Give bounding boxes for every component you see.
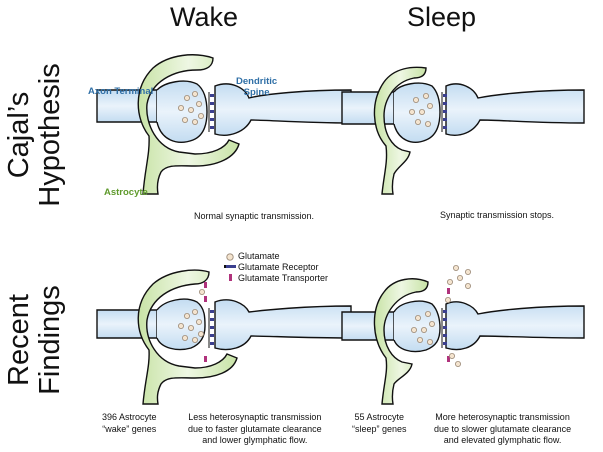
legend-receptor: Glutamate Receptor	[238, 262, 319, 272]
caption-wake-effect-line-3: and lower glymphatic flow.	[202, 435, 308, 445]
panel-findings-sleep	[341, 264, 585, 405]
caption-wake-genes-line-2: “wake” genes	[102, 423, 157, 434]
label-axon-terminal: Axon Terminal	[88, 86, 154, 97]
caption-wake-genes: 396 Astrocyte “wake” genes	[102, 412, 157, 435]
label-dendritic-spine: Dendritic Spine	[236, 76, 277, 98]
caption-wake-effect: Less heterosynaptic transmission due to …	[188, 412, 322, 447]
column-title-wake: Wake	[170, 2, 239, 32]
caption-sleep-effect-line-1: More heterosynaptic transmission	[435, 412, 570, 422]
legend-receptor-icon	[224, 265, 236, 268]
legend-glyphs	[224, 253, 236, 281]
label-dendritic-spine-line-2: Spine	[243, 87, 270, 98]
caption-sleep-effect: More heterosynaptic transmission due to …	[434, 412, 571, 447]
caption-wake-genes-line-1: 396 Astrocyte	[102, 412, 157, 422]
caption-stops: Synaptic transmission stops.	[440, 210, 555, 220]
legend-transporter: Glutamate Transporter	[238, 273, 329, 283]
panel-findings-wake	[96, 269, 352, 405]
caption-wake-effect-line-2: due to faster glutamate clearance	[188, 423, 322, 434]
panel-hypothesis-sleep	[341, 66, 585, 195]
caption-normal: Normal synaptic transmission.	[194, 211, 315, 221]
caption-sleep-genes: 55 Astrocyte “sleep” genes	[352, 412, 407, 435]
legend-glutamate: Glutamate	[238, 251, 280, 261]
caption-sleep-genes-line-1: 55 Astrocyte	[354, 412, 405, 422]
legend-glutamate-icon	[226, 253, 234, 261]
column-title-sleep: Sleep	[407, 2, 477, 32]
panel-hypothesis-wake	[96, 54, 352, 195]
label-astrocyte: Astrocyte	[104, 187, 148, 198]
legend-transporter-icon	[229, 274, 232, 281]
label-dendritic-spine-line-1: Dendritic	[236, 76, 278, 87]
caption-sleep-effect-line-3: and elevated glymphatic flow.	[443, 435, 562, 445]
caption-sleep-genes-line-2: “sleep” genes	[352, 423, 407, 434]
caption-sleep-effect-line-2: due to slower glutamate clearance	[434, 423, 572, 434]
caption-wake-effect-line-1: Less heterosynaptic transmission	[188, 412, 322, 422]
